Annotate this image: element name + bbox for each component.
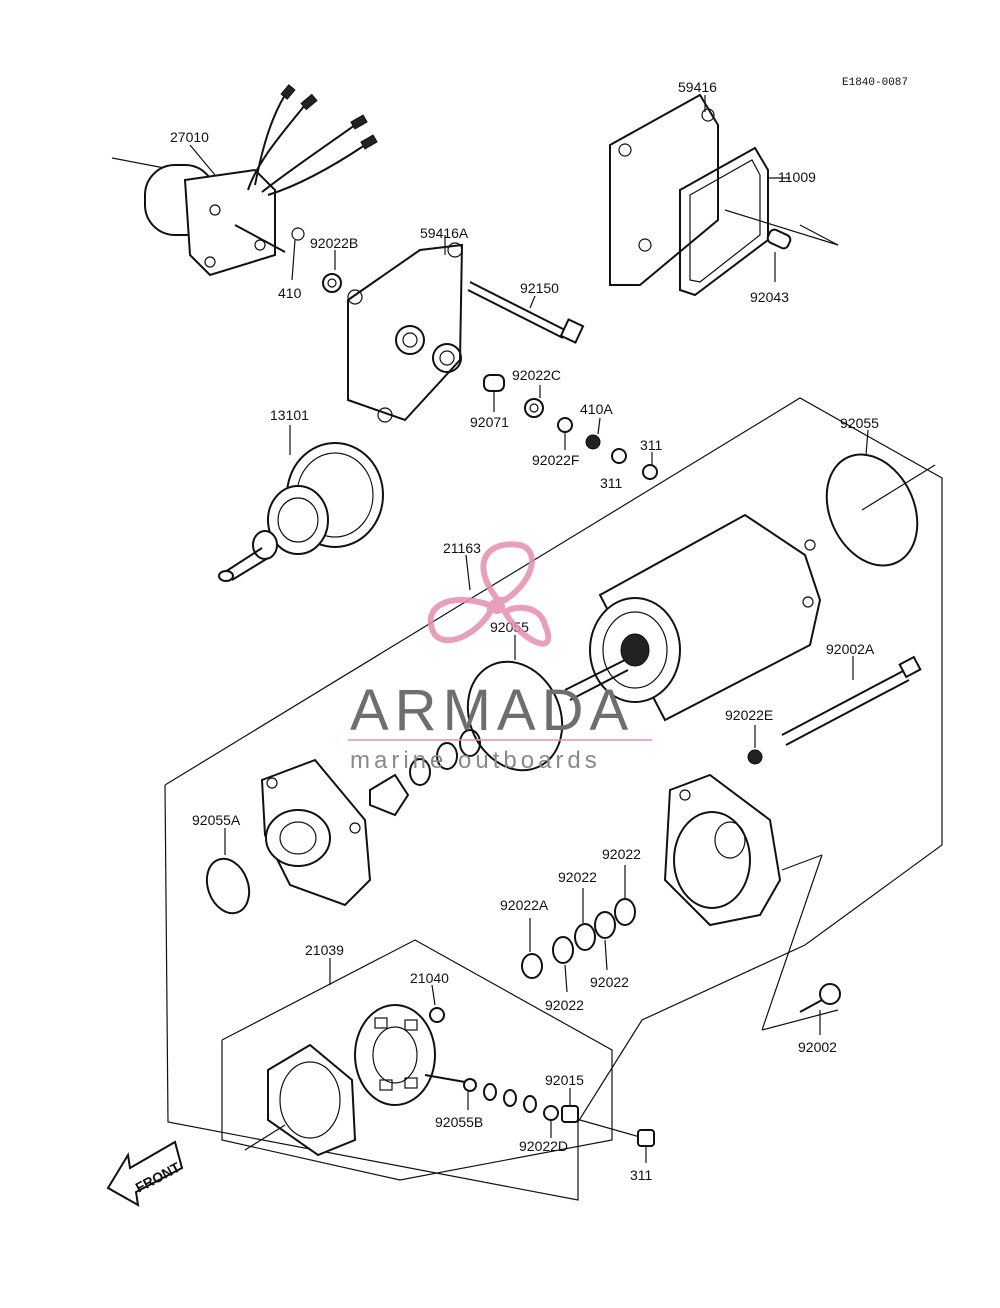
washer-mid-2	[436, 742, 458, 770]
label-92022B: 92022B	[310, 235, 358, 251]
label-92002: 92002	[798, 1039, 837, 1055]
brush-plate-21040	[354, 1004, 466, 1106]
assembly-boundary	[164, 397, 943, 1201]
o-ring-92055A	[205, 857, 251, 915]
label-92055-a: 92055	[840, 415, 879, 431]
relay-27010: 27010	[111, 84, 378, 277]
label-92002A: 92002A	[826, 641, 875, 657]
label-92043: 92043	[750, 289, 789, 305]
clutch-13101: 13101	[218, 407, 384, 582]
washer-410A	[585, 434, 601, 450]
brush-cup	[244, 1043, 357, 1157]
label-92022-a: 92022	[602, 846, 641, 862]
label-92022C: 92022C	[512, 367, 561, 383]
washer-92022E	[747, 749, 763, 765]
bolt-92150: 92150	[467, 280, 585, 344]
nut-311-a	[611, 448, 627, 464]
label-92022D: 92022D	[519, 1138, 568, 1154]
washer-92022-b	[574, 923, 596, 951]
label-59416: 59416	[678, 79, 717, 95]
end-cover-front	[260, 758, 372, 907]
label-410: 410	[278, 285, 302, 301]
washer-small-2	[503, 1089, 517, 1107]
label-311-b: 311	[640, 437, 663, 453]
washer-92022C	[524, 398, 544, 418]
label-92022E: 92022E	[725, 707, 773, 723]
label-92022-d: 92022	[545, 997, 584, 1013]
washer-92022D	[543, 1105, 559, 1121]
label-92022-b: 92022	[558, 869, 597, 885]
label-21040: 21040	[410, 970, 449, 986]
label-92022F: 92022F	[532, 452, 579, 468]
label-92022-c: 92022	[590, 974, 629, 990]
grommet-92071	[483, 374, 505, 392]
washer-92022F	[557, 417, 573, 433]
washer-92022-a	[614, 898, 636, 926]
washer-mid-1	[459, 729, 481, 757]
washer-92022-d	[552, 936, 574, 964]
label-311-c: 311	[630, 1167, 653, 1183]
watermark-brand: ARMADA	[350, 678, 634, 743]
motor-21163: 21163	[443, 513, 822, 722]
label-92071: 92071	[470, 414, 509, 430]
brush-assembly-boundary	[221, 939, 613, 1181]
label-13101: 13101	[270, 407, 309, 423]
washer-92022-c	[594, 911, 616, 939]
label-27010: 27010	[170, 129, 209, 145]
front-arrow: FRONT	[106, 1140, 184, 1207]
watermark-logo	[427, 541, 552, 647]
end-cover-rear	[663, 773, 839, 1031]
label-21039: 21039	[305, 942, 344, 958]
washer-small-1	[483, 1083, 497, 1101]
label-92022A: 92022A	[500, 897, 549, 913]
washer-92022B	[322, 273, 342, 293]
nut-92015	[561, 1105, 579, 1123]
bolt-92002: 92002	[798, 983, 841, 1055]
label-410A: 410A	[580, 401, 613, 417]
label-11009: 11009	[778, 169, 816, 185]
label-59416A: 59416A	[420, 225, 469, 241]
washer-mid-3	[409, 758, 431, 786]
cap-92043	[766, 228, 792, 250]
o-ring-92055-b	[466, 660, 564, 772]
label-21163: 21163	[443, 540, 481, 556]
nut-311-b	[642, 464, 658, 480]
washer-small-3	[523, 1095, 537, 1113]
diagram-code: E1840-0087	[842, 77, 908, 89]
o-ring-92055-a	[825, 453, 919, 567]
watermark-tagline: marine outboards	[350, 747, 601, 774]
washer-92022A	[521, 953, 543, 979]
label-92015: 92015	[545, 1072, 584, 1088]
cover-59416A: 59416A	[347, 225, 469, 423]
nut-311-c	[637, 1129, 655, 1147]
label-92055A: 92055A	[192, 812, 241, 828]
label-92150: 92150	[520, 280, 559, 296]
cover-59416: 59416	[609, 79, 719, 286]
label-92055B: 92055B	[435, 1114, 483, 1130]
clip-21040	[429, 1007, 445, 1023]
bolt-92002A: 92002A	[781, 641, 922, 746]
label-311-a: 311	[600, 475, 623, 491]
plate-mid	[369, 773, 410, 817]
o-ring-92055B	[463, 1078, 477, 1092]
